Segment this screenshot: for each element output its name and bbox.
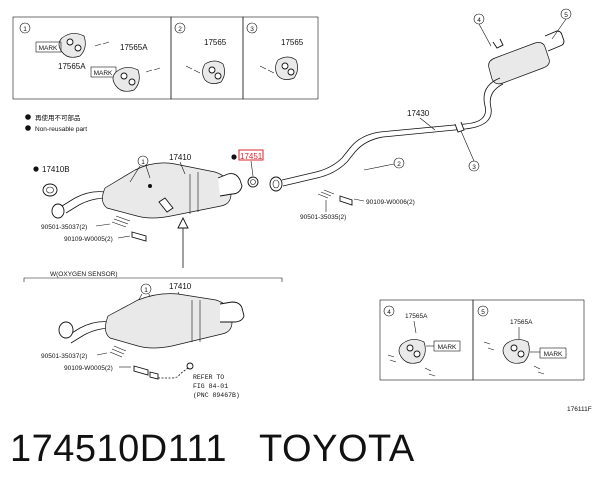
- part-17565a-top-b: 17565A: [58, 62, 86, 71]
- part-17430: 17430: [407, 109, 430, 118]
- part-17410-main: 17410: [169, 153, 192, 162]
- callout-4-marker: 4: [473, 13, 492, 47]
- svg-text:4: 4: [477, 17, 481, 24]
- converter-17410-main: [51, 162, 243, 219]
- svg-text:MARK: MARK: [544, 351, 563, 358]
- figure-id: 176111F: [567, 406, 592, 413]
- svg-text:4: 4: [387, 309, 391, 316]
- refer-line-2: FIG 84-01: [193, 383, 228, 390]
- bolt-set-c: [109, 345, 149, 376]
- detail-box-5: 5 17565A MARK: [472, 299, 585, 381]
- part-17565-box3: 17565: [281, 38, 304, 47]
- bolt-set-b: [317, 189, 353, 206]
- svg-text:5: 5: [481, 309, 485, 316]
- callout-2-marker: 2: [363, 157, 405, 171]
- bolt-90109-c: 90109-W0005(2): [64, 365, 113, 372]
- bolt-90501-b: 90501-35035(2): [300, 214, 346, 221]
- detail-box-2: 2 17565: [170, 16, 244, 100]
- bolt-90501-c: 90501-35037(2): [41, 353, 87, 360]
- caption-brand: TOYOTA: [259, 428, 415, 470]
- part-17565-box2: 17565: [204, 38, 227, 47]
- detail-box-1: 1 MARK 17565A 17565A MARK: [12, 16, 172, 100]
- part-17565a-box5: 17565A: [510, 319, 533, 326]
- legend: 再使用不可部品 Non-reusable part: [25, 113, 87, 133]
- hanger-17565-box3: [275, 56, 298, 80]
- callout-5-marker: 5: [551, 8, 572, 40]
- converter-17410-o2: [58, 293, 245, 349]
- callout-2-label: 2: [178, 26, 182, 33]
- callout-3-label: 3: [250, 26, 254, 33]
- bolt-set-a: [111, 215, 147, 242]
- hanger-17565-box2: [202, 60, 225, 84]
- hanger-17565a-box4: [398, 339, 426, 364]
- detail-box-3: 3 17565: [242, 16, 319, 100]
- svg-text:MARK: MARK: [438, 344, 457, 351]
- part-17565a-top: 17565A: [120, 43, 148, 52]
- legend-line-2: Non-reusable part: [35, 126, 87, 133]
- part-17565a-box4: 17565A: [405, 313, 428, 320]
- gasket-17451: [247, 176, 259, 188]
- callout-1-circle: [19, 22, 31, 34]
- legend-line-1: 再使用不可部品: [35, 113, 81, 122]
- bolt-90501-a: 90501-35037(2): [41, 224, 87, 231]
- callout-3-marker: 3: [460, 130, 480, 172]
- svg-text:1: 1: [141, 159, 145, 166]
- svg-text:2: 2: [397, 161, 401, 168]
- oxygen-sensor-section: W(OXYGEN SENSOR) 17410 1 90501-35037(2) …: [23, 271, 283, 399]
- svg-text:3: 3: [472, 164, 476, 171]
- svg-text:1: 1: [144, 287, 148, 294]
- oxygen-sensor: [149, 362, 194, 380]
- part-17451: 17451: [240, 152, 263, 161]
- svg-text:5: 5: [564, 12, 568, 19]
- refer-line-1: REFER TO: [193, 374, 224, 381]
- part-17410b: 17410B: [42, 165, 70, 174]
- hanger-17565a-bottom: [112, 67, 140, 92]
- gasket-17410b: [42, 183, 58, 197]
- mark-label-2: MARK: [94, 70, 113, 77]
- callout-1-label: 1: [23, 26, 27, 33]
- refer-line-3: (PNC 89467B): [193, 392, 240, 399]
- part-17410-o2: 17410: [169, 282, 192, 291]
- bolt-90109-b: 90109-W0006(2): [366, 199, 415, 206]
- caption: 174510D111 TOYOTA: [10, 428, 415, 471]
- bolt-90109-a: 90109-W0005(2): [64, 236, 113, 243]
- caption-part-number: 174510D111: [10, 428, 228, 470]
- section-oxygen-label: W(OXYGEN SENSOR): [50, 271, 118, 278]
- hanger-17565a-box5: [502, 339, 530, 364]
- tail-pipe-assembly: [269, 30, 565, 192]
- mark-label-1: MARK: [39, 45, 58, 52]
- callout-1-main: 1: [129, 155, 151, 183]
- hanger-17565a-top: [58, 33, 86, 58]
- detail-box-4: 4 17565A MARK: [379, 299, 474, 381]
